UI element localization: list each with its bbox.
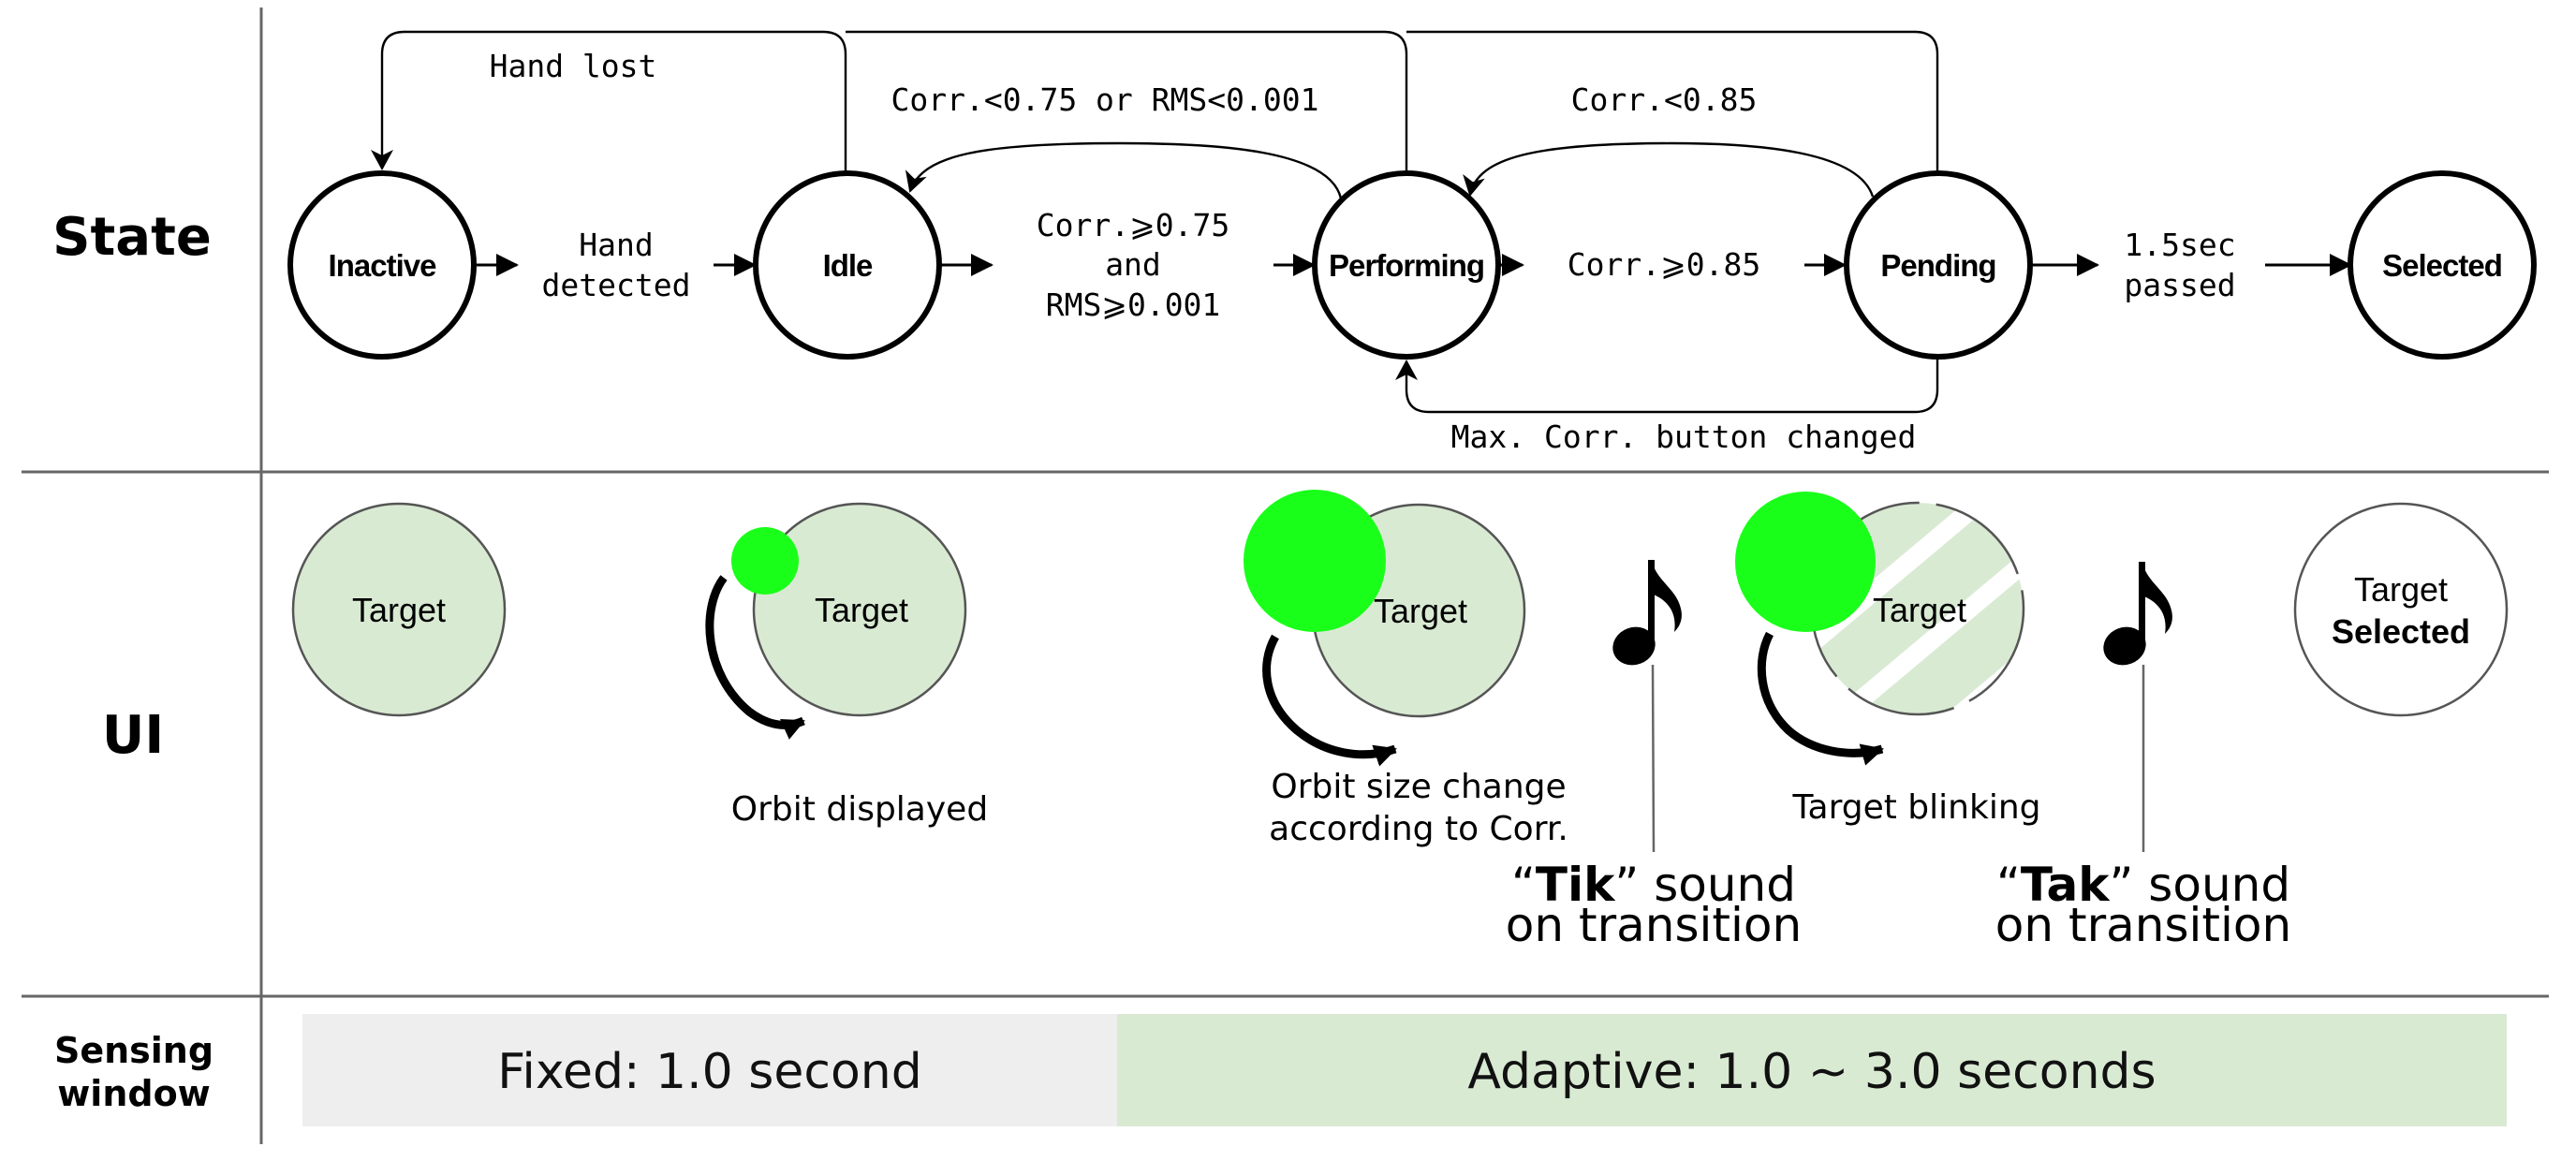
edge-hand-lost [371,30,847,171]
label-max-corr-changed: Max. Corr. button changed [1451,419,1917,455]
caption-tik-transition: on transition [1506,898,1802,952]
tik-leader-line [1651,664,1656,853]
caption-orbit-displayed: Orbit displayed [731,790,988,829]
label-pending-to-selected-2: passed [2124,267,2235,303]
orbit-arrow-icon [705,575,805,740]
ui-inactive-target-label: Target [352,591,446,629]
ui-selected-target: Target Selected [2293,502,2509,717]
music-note-icon [1612,560,1682,666]
state-performing-label: Performing [1329,248,1484,283]
sensing-window-bar: Fixed: 1.0 second Adaptive: 1.0 ~ 3.0 se… [302,1014,2507,1126]
row-label-sensing: Sensing [54,1030,213,1071]
music-note-icon [2103,562,2172,666]
orbit-cursor-large [1735,492,1876,632]
state-idle: Idle [753,170,942,360]
caption-orbit-size-2: according to Corr. [1269,810,1568,848]
edge-max-corr-changed [1395,359,1939,414]
ui-inactive-target: Target [291,502,507,717]
orbit-cursor-large [1244,490,1386,632]
state-pending-label: Pending [1880,248,1995,283]
ui-selected-status-label: Selected [2332,612,2470,651]
adaptive-window-segment [1117,1014,2507,1126]
ui-pending-target-label: Target [1873,591,1966,629]
label-hand-lost: Hand lost [490,48,657,84]
fixed-window-segment [302,1014,1117,1126]
state-selected: Selected [2348,170,2537,360]
row-label-state: State [52,207,212,268]
ui-performing-target-label: Target [1374,592,1467,630]
ui-performing-target: Target Orbit size change according to Co… [1244,490,1568,848]
label-hand-detected-2: detected [542,267,691,303]
label-pending-to-selected-1: 1.5sec [2124,227,2235,263]
ui-idle-target-label: Target [815,591,908,629]
edge-pending-to-performing [1463,141,1875,198]
state-inactive-label: Inactive [329,248,437,283]
edge-performing-to-idle [905,141,1343,199]
state-idle-label: Idle [823,248,873,283]
state-performing: Performing [1312,170,1501,360]
label-idle-to-performing-2: and [1105,246,1161,283]
orbit-cursor-small [731,527,799,595]
label-hand-detected-1: Hand [579,227,653,263]
caption-target-blinking: Target blinking [1791,788,2040,827]
label-idle-to-performing-1: Corr.⩾0.75 [1037,207,1229,243]
state-selected-label: Selected [2382,248,2502,283]
edge-hand-lost-from-performing [846,30,1408,171]
caption-orbit-size-1: Orbit size change [1271,768,1566,806]
caption-tik-sound: “Tik” sound [1511,858,1796,912]
tik-sound: “Tik” sound on transition [1506,560,1802,952]
adaptive-window-label: Adaptive: 1.0 ~ 3.0 seconds [1467,1044,2156,1100]
orbit-arrow-icon [1262,634,1397,767]
label-performing-to-pending: Corr.⩾0.85 [1568,246,1760,283]
caption-tak-sound: “Tak” sound [1996,858,2290,912]
state-pending: Pending [1844,170,2033,360]
tak-sound: “Tak” sound on transition [1995,562,2291,952]
ui-pending-target: Target Target blinking [1735,492,2041,827]
edge-hand-lost-from-pending [1406,30,1939,171]
orbit-arrow-icon [1757,631,1884,766]
label-pending-to-performing: Corr.<0.85 [1571,81,1758,118]
ui-idle-target: Target Orbit displayed [705,502,988,829]
row-label-window: window [57,1073,211,1114]
fixed-window-label: Fixed: 1.0 second [497,1044,921,1100]
ui-selected-target-label: Target [2354,570,2448,609]
row-label-ui: UI [102,705,164,766]
caption-tak-transition: on transition [1995,898,2291,952]
label-performing-to-idle: Corr.<0.75 or RMS<0.001 [891,81,1319,118]
state-inactive: Inactive [287,170,477,360]
label-idle-to-performing-3: RMS⩾0.001 [1046,287,1221,323]
